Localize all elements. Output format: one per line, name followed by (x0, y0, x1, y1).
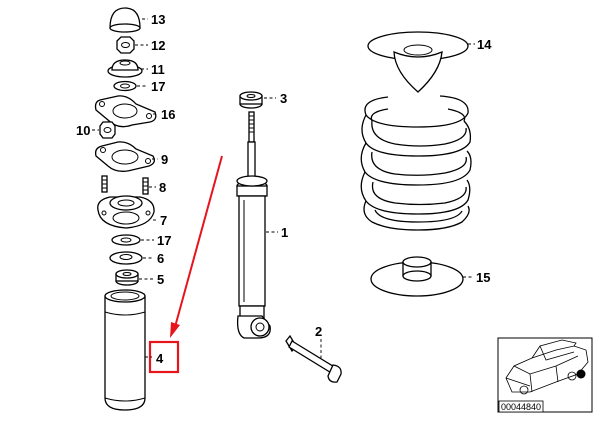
coil-spring[interactable] (360, 95, 472, 231)
callout-14: 14 (477, 37, 492, 52)
red-arrow (170, 155, 223, 338)
part-2-bolt[interactable] (285, 334, 342, 383)
part-11-cup[interactable] (107, 59, 143, 78)
callout-3: 3 (280, 91, 287, 106)
callout-5: 5 (157, 272, 164, 287)
part-12-nut[interactable] (116, 36, 135, 54)
callout-4: 4 (156, 351, 164, 366)
part-8-studs[interactable] (101, 175, 149, 195)
thumbnail-location-dot (576, 369, 586, 379)
callout-17-top: 17 (151, 79, 165, 94)
car-thumbnail-icon (505, 339, 589, 395)
part-17-washer-top[interactable] (113, 80, 137, 92)
part-17-washer-bottom[interactable] (111, 234, 141, 246)
callout-9: 9 (161, 152, 168, 167)
part-15-lower-seat[interactable] (370, 256, 464, 297)
part-7-strut-mount[interactable] (97, 195, 155, 229)
callout-2: 2 (315, 324, 322, 339)
part-9-gasket[interactable] (94, 141, 155, 172)
part-14-upper-seat[interactable] (367, 31, 469, 93)
part-13-cap[interactable] (109, 7, 141, 33)
callout-15: 15 (476, 270, 490, 285)
callout-6: 6 (157, 251, 164, 266)
thumbnail-code: 00044840 (501, 402, 541, 412)
callout-1: 1 (281, 225, 288, 240)
part-4-dust-boot[interactable] (104, 289, 146, 411)
part-3-bushing[interactable] (239, 91, 263, 109)
part-16-plate[interactable] (94, 95, 157, 128)
callout-13: 13 (151, 12, 165, 27)
highlight-box (148, 340, 180, 374)
callout-8: 8 (159, 180, 166, 195)
callout-17-bottom: 17 (157, 233, 171, 248)
part-10-nut[interactable] (99, 121, 116, 139)
callout-10: 10 (76, 123, 90, 138)
callout-12: 12 (151, 38, 165, 53)
part-1-shock-absorber[interactable] (236, 111, 271, 339)
callout-7: 7 (160, 213, 167, 228)
callout-11: 11 (151, 62, 165, 77)
car-thumbnail[interactable]: 00044840 (497, 337, 593, 413)
callout-16: 16 (161, 107, 175, 122)
part-5-bump-stop[interactable] (115, 269, 139, 286)
part-6-washer[interactable] (109, 251, 143, 265)
